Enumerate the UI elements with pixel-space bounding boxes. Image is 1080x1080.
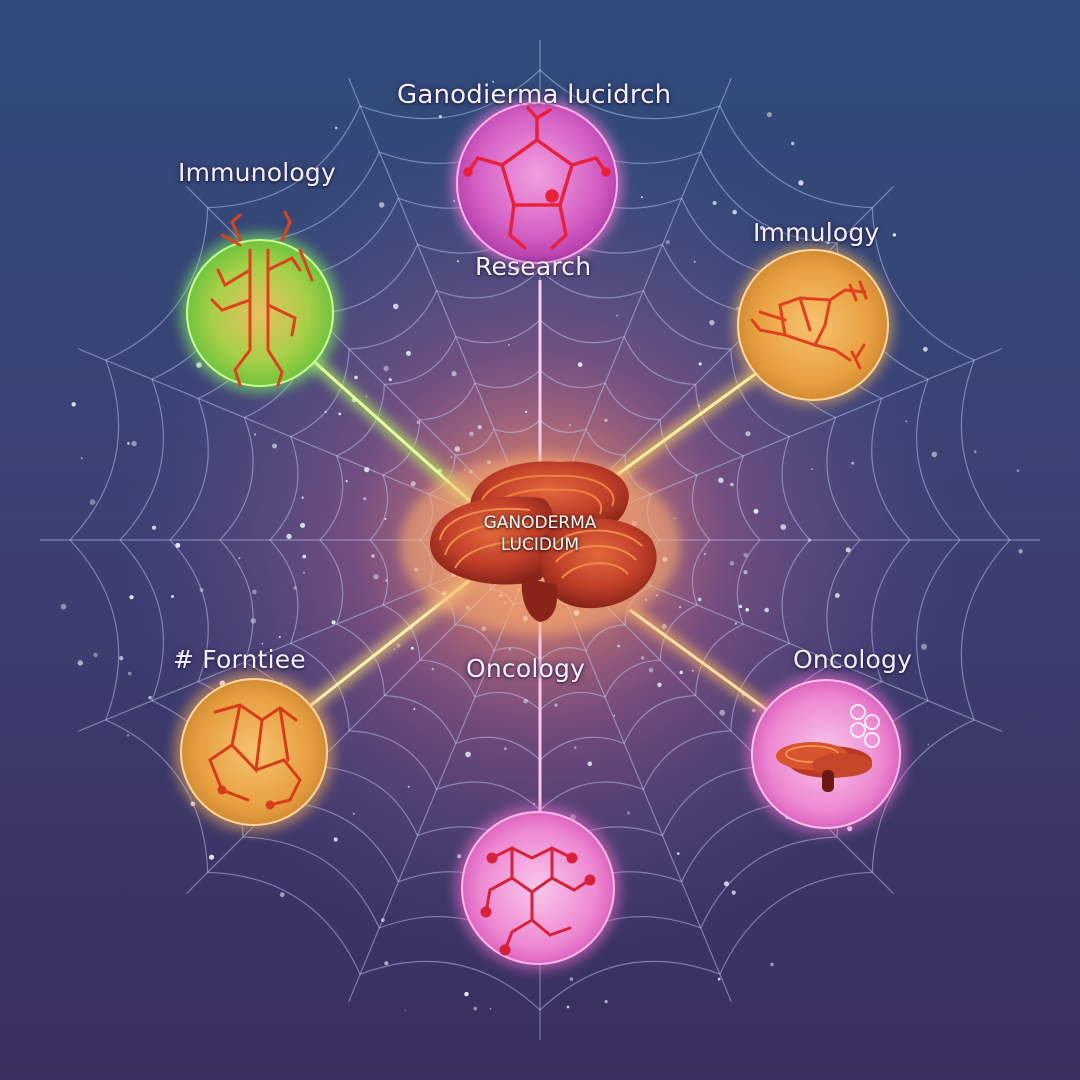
center-title-line2: LUCIDUM (500, 535, 580, 555)
top-title-label: Ganodierma lucidrch (397, 80, 672, 110)
center-title-line1: GANODERMA (483, 513, 597, 533)
hexagon-cluster-icon (850, 704, 880, 748)
lower-left-node (174, 672, 334, 832)
bottom-node (456, 806, 620, 970)
molecule-icon (463, 106, 611, 250)
lower-right-node (746, 674, 906, 834)
lower-right-label: Oncology (793, 645, 913, 674)
molecule-icon (208, 703, 302, 810)
upper-left-label: Immunology (178, 158, 336, 187)
molecule-icon (210, 210, 314, 387)
upper-left-node (180, 210, 340, 393)
center-title: GANODERMA LUCIDUM (440, 512, 640, 556)
lower-center-label: Oncology (466, 654, 586, 683)
top-node (452, 98, 622, 268)
center-mushroom (400, 455, 680, 635)
upper-right-node (733, 245, 893, 405)
molecule-icon (480, 846, 596, 956)
top-sub-label: Research (475, 252, 592, 281)
molecule-icon (750, 280, 868, 370)
upper-right-label: Immulogy (753, 218, 880, 247)
lower-left-label: # Forntiee (173, 645, 306, 674)
reishi-mushroom-icon (776, 742, 872, 792)
